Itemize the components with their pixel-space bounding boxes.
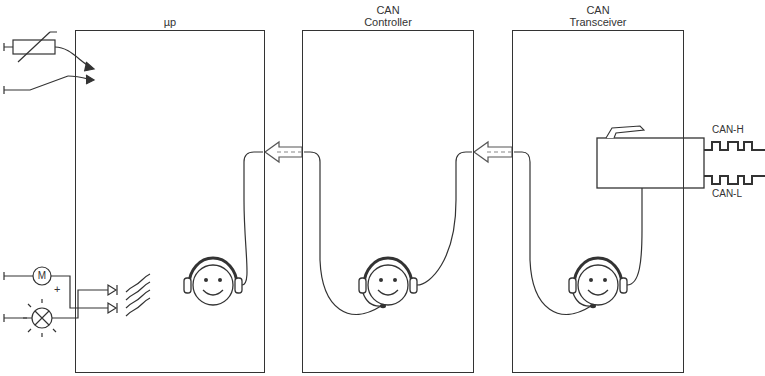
symbol-mark: + [54, 283, 60, 295]
bus-connector [597, 126, 704, 188]
arrow-dash [484, 151, 512, 152]
component-heading: µp [135, 16, 205, 31]
component-box: µp [75, 30, 265, 373]
arrow-outline [474, 142, 512, 162]
component-box: CAN Controller [302, 30, 474, 373]
sensor-symbols [4, 32, 94, 94]
signal-name: CAN-H [712, 124, 744, 136]
signal-arrow [265, 142, 302, 162]
signal-arrow [474, 142, 512, 162]
bus-waveform [704, 142, 765, 184]
listener-face [359, 258, 417, 308]
actuator-symbols [4, 267, 150, 337]
arrow-outline [265, 142, 302, 162]
component-box: CAN Transceiver [512, 30, 684, 373]
listener-face [569, 258, 627, 308]
component-heading: CAN Controller [353, 4, 423, 31]
signal-name: CAN-L [712, 188, 742, 200]
component-heading: CAN Transceiver [563, 4, 633, 31]
symbol-mark: M [36, 270, 48, 282]
arrow-dash [275, 151, 302, 152]
listener-face [184, 258, 242, 305]
